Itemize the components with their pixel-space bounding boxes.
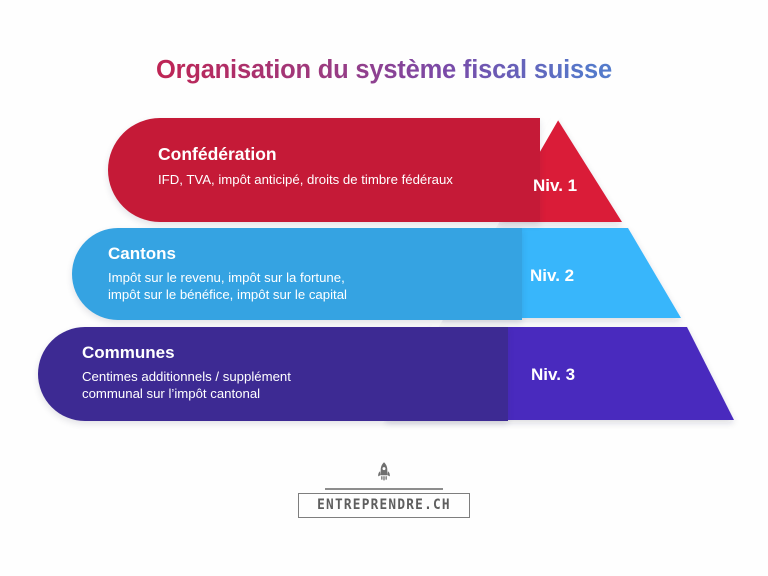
footer-logo[interactable]: ENTREPRENDRE.CH — [0, 460, 768, 518]
logo-frame: ENTREPRENDRE.CH — [298, 492, 470, 518]
level-1-badge: Niv. 1 — [533, 176, 578, 195]
level-3-name: Communes — [82, 343, 175, 362]
pyramid-diagram: Confédération IFD, TVA, impôt anticipé, … — [38, 117, 734, 421]
level-3-badge: Niv. 3 — [531, 365, 576, 384]
level-3-description: Centimes additionnels / supplément commu… — [82, 369, 291, 401]
logo-divider — [325, 488, 443, 490]
page-title: Organisation du système fiscal suisse — [0, 56, 768, 85]
level-2-badge: Niv. 2 — [530, 266, 575, 285]
level-2-bar[interactable]: Cantons Impôt sur le revenu, impôt sur l… — [72, 228, 522, 320]
logo-text: ENTREPRENDRE.CH — [317, 496, 451, 513]
level-1-description: IFD, TVA, impôt anticipé, droits de timb… — [158, 172, 453, 187]
level-1-name: Confédération — [158, 144, 277, 164]
level-2-description: Impôt sur le revenu, impôt sur la fortun… — [108, 270, 347, 302]
level-3-bar[interactable]: Communes Centimes additionnels / supplém… — [38, 327, 508, 421]
level-2-name: Cantons — [108, 244, 176, 263]
rocket-icon — [378, 462, 390, 481]
level-1-bar[interactable]: Confédération IFD, TVA, impôt anticipé, … — [108, 118, 540, 222]
